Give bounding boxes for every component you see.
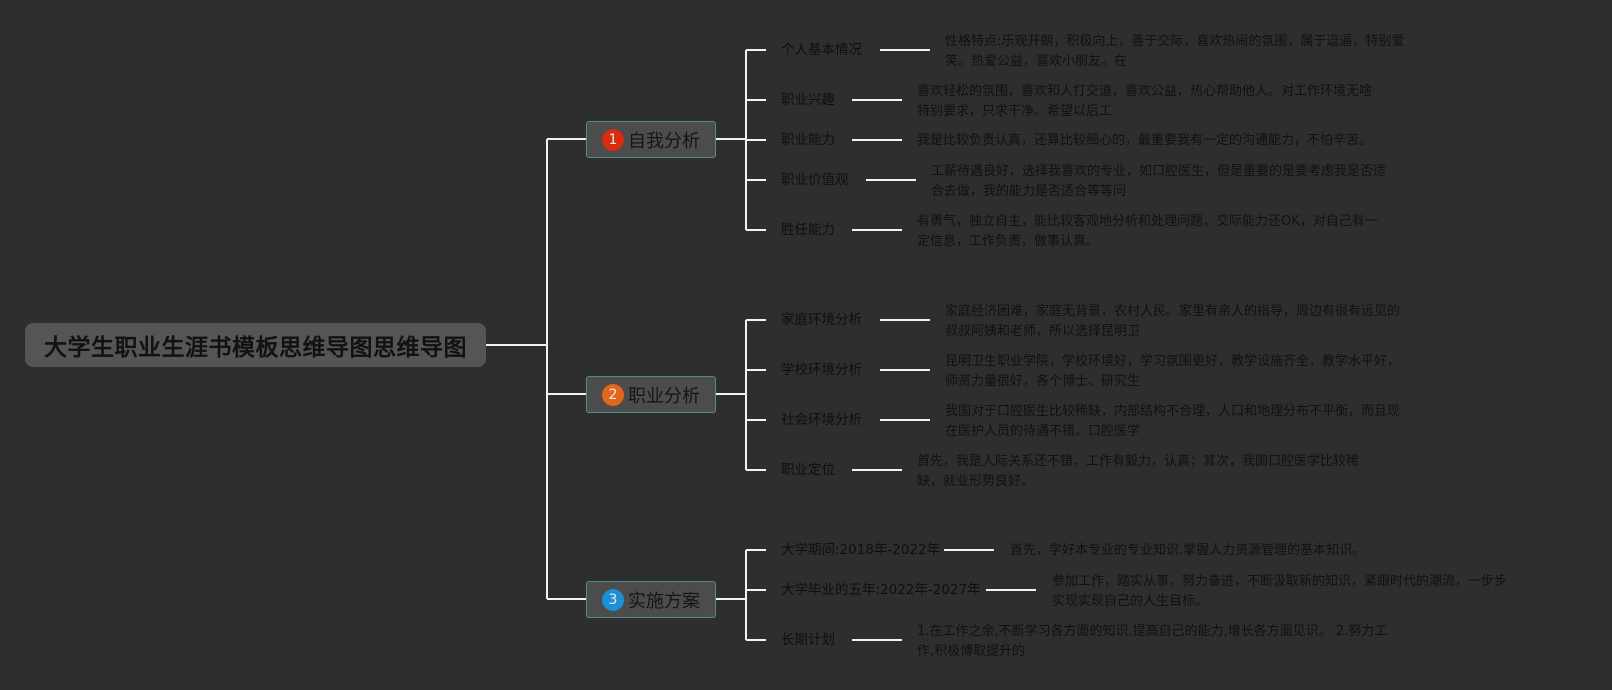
detail-career-positioning: 首先，我是人际关系还不错，工作有毅力，认真；其次，我国口腔医学比较稀缺，就业形势… — [917, 454, 1360, 489]
detail-career-interest: 喜欢轻松的氛围，喜欢和人打交道，喜欢公益，热心帮助他人。对工作环境无啥特别要求，… — [917, 84, 1373, 119]
topic-competency[interactable]: 胜任能力 — [781, 222, 835, 238]
topic-career-positioning[interactable]: 职业定位 — [781, 462, 835, 478]
number-badge-2: 2 — [602, 383, 624, 406]
branch-title: 自我分析 — [628, 130, 700, 152]
topic-career-values[interactable]: 职业价值观 — [781, 172, 849, 188]
branch-implementation-plan[interactable]: 3 实施方案 — [586, 581, 716, 618]
root-topic-title: 大学生职业生涯书模板思维导图思维导图 — [44, 335, 467, 361]
topic-social-environment[interactable]: 社会环境分析 — [781, 412, 862, 428]
detail-social-environment: 我国对于口腔医生比较稀缺，内部结构不合理，人口和地理分布不平衡，而且现在医护人员… — [945, 404, 1401, 439]
detail-career-values: 工薪待遇良好，选择我喜欢的专业，如口腔医生，但是重要的是要考虑我是否适合去做，我… — [931, 164, 1387, 199]
detail-personal-info: 性格特点:乐观开朗，积极向上，善于交际，喜欢热闹的氛围，属于逗逼，特别爱笑。热爱… — [945, 34, 1405, 69]
root-topic[interactable]: 大学生职业生涯书模板思维导图思维导图 — [25, 323, 486, 367]
topic-school-environment[interactable]: 学校环境分析 — [781, 362, 862, 378]
detail-five-years-after-graduation: 参加工作，踏实从事，努力奋进，不断汲取新的知识，紧跟时代的潮流，一步步实现实现自… — [1052, 574, 1508, 609]
detail-long-term-plan: 1.在工作之余,不断学习各方面的知识,提高自己的能力,增长各方面见识。 2.努力… — [917, 624, 1388, 659]
topic-five-years-after-graduation[interactable]: 大学毕业的五年:2022年-2027年 — [781, 582, 981, 598]
topic-career-interest[interactable]: 职业兴趣 — [781, 92, 835, 108]
detail-family-environment: 家庭经济困难，家庭无背景，农村人民。家里有亲人的指导，周边有很有远见的叔叔阿姨和… — [945, 304, 1401, 339]
detail-career-ability: 我是比较负责认真，还算比较细心的，最重要我有一定的沟通能力，不怕辛苦。 — [917, 133, 1373, 148]
detail-school-environment: 昆明卫生职业学院，学校环境好，学习氛围更好，教学设施齐全，教学水平好，师资力量很… — [945, 354, 1401, 389]
topic-long-term-plan[interactable]: 长期计划 — [781, 632, 835, 648]
branch-title: 职业分析 — [628, 385, 700, 407]
topic-career-ability[interactable]: 职业能力 — [781, 132, 835, 148]
topic-personal-info[interactable]: 个人基本情况 — [781, 42, 862, 58]
branch-title: 实施方案 — [628, 590, 700, 612]
branch-self-analysis[interactable]: 1 自我分析 — [586, 121, 716, 158]
topic-university-period[interactable]: 大学期间:2018年-2022年 — [781, 542, 941, 558]
branch-career-analysis[interactable]: 2 职业分析 — [586, 376, 716, 413]
detail-competency: 有勇气，独立自主，能比较客观地分析和处理问题，交际能力还OK，对自己有一定信息，… — [917, 214, 1378, 249]
number-badge-1: 1 — [602, 128, 624, 151]
detail-university-period: 首先，学好本专业的专业知识,掌握人力资源管理的基本知识。 — [1010, 543, 1366, 558]
topic-family-environment[interactable]: 家庭环境分析 — [781, 312, 862, 328]
number-badge-3: 3 — [602, 588, 624, 611]
